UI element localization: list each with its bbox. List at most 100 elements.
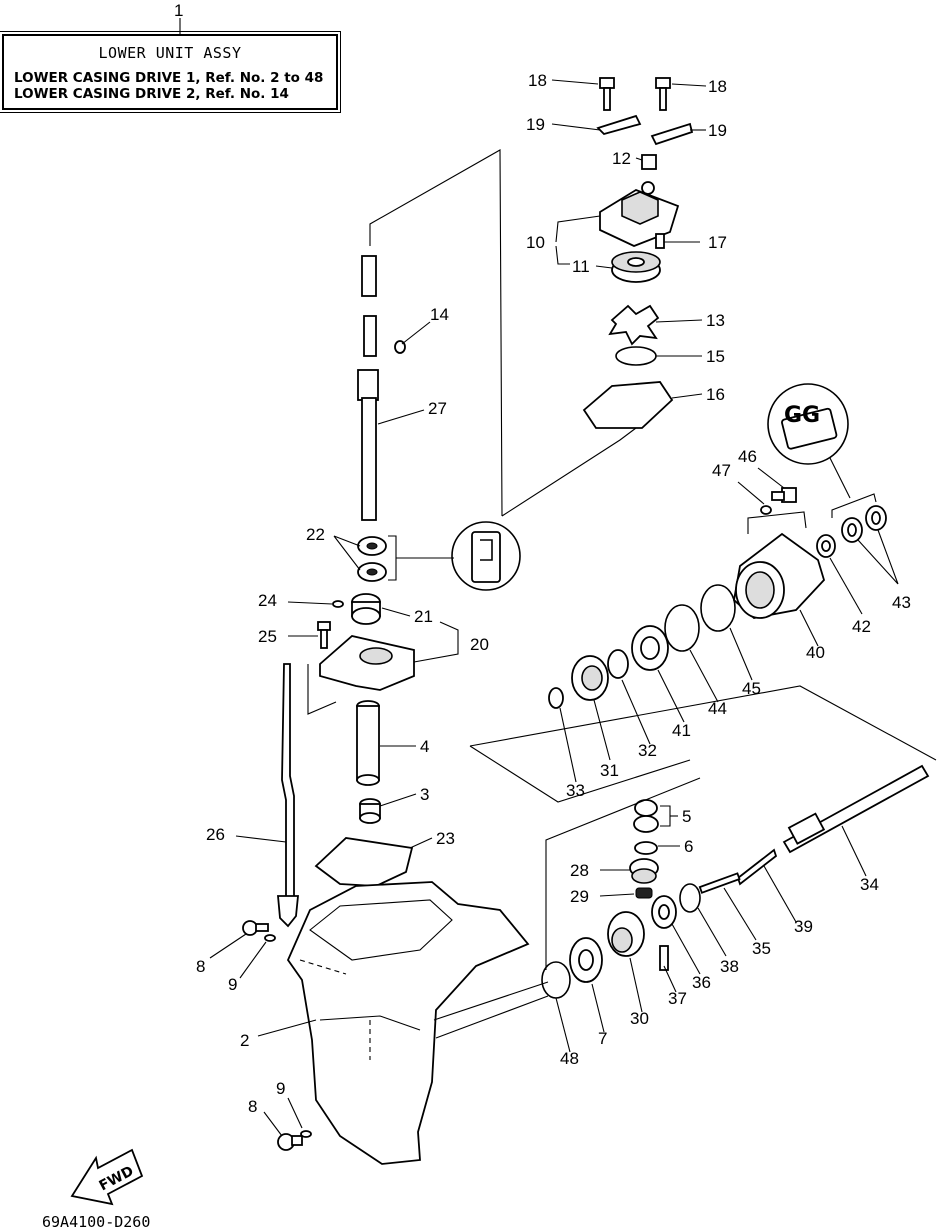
- plate-19-left: [596, 114, 642, 136]
- gasket-23: [314, 837, 414, 887]
- ball-bearing-7: [569, 937, 603, 983]
- taper-bearing-5: [633, 799, 659, 833]
- reverse-gear-31: [571, 655, 609, 701]
- bolt-8-lower: [277, 1133, 303, 1151]
- callout-2: 2: [240, 1031, 249, 1050]
- callout-45: 45: [742, 679, 761, 698]
- pinion-28: [629, 858, 659, 884]
- grease-symbol-shaft: [451, 521, 521, 591]
- callout-8a: 8: [196, 957, 205, 976]
- assembly-line-2: LOWER CASING DRIVE 2, Ref. No. 14: [14, 86, 289, 102]
- callout-16: 16: [706, 385, 725, 404]
- callout-31: 31: [600, 761, 619, 780]
- callout-9a: 9: [228, 975, 237, 994]
- callout-40: 40: [806, 643, 825, 662]
- nut-29: [635, 887, 653, 899]
- callout-29: 29: [570, 887, 589, 906]
- leader-lines: [209, 79, 899, 1137]
- callout-19b: 19: [708, 121, 727, 140]
- callout-10: 10: [526, 233, 545, 252]
- callout-36: 36: [692, 973, 711, 992]
- callout-22: 22: [306, 525, 325, 544]
- callout-42: 42: [852, 617, 871, 636]
- outer-plate-cartridge-16: [582, 381, 674, 429]
- shim-32: [607, 649, 629, 679]
- callout-21: 21: [414, 607, 433, 626]
- shim-33: [548, 687, 564, 709]
- callout-35: 35: [752, 939, 771, 958]
- plate-19-right: [650, 122, 694, 146]
- o-ring-15: [615, 346, 657, 366]
- callout-6: 6: [684, 837, 693, 856]
- insert-cartridge-11: [611, 251, 661, 283]
- callout-25: 25: [258, 627, 277, 646]
- bolt-18-left: [599, 77, 615, 111]
- callout-19a: 19: [526, 115, 545, 134]
- callout-43: 43: [892, 593, 911, 612]
- callout-37: 37: [668, 989, 687, 1008]
- callout-12: 12: [612, 149, 631, 168]
- callout-41: 41: [672, 721, 691, 740]
- callout-47: 47: [712, 461, 731, 480]
- callout-48: 48: [560, 1049, 579, 1068]
- o-ring-44: [664, 604, 700, 652]
- impeller-13: [608, 304, 660, 346]
- propeller-shaft-34: [782, 764, 930, 854]
- callout-39: 39: [794, 917, 813, 936]
- oil-seal-21: [351, 593, 381, 625]
- callout-26: 26: [206, 825, 225, 844]
- callout-20: 20: [470, 635, 489, 654]
- callout-32: 32: [638, 741, 657, 760]
- callout-4: 4: [420, 737, 429, 756]
- assembly-line-1: LOWER CASING DRIVE 1, Ref. No. 2 to 48: [14, 70, 324, 86]
- washer-9-upper: [264, 934, 276, 942]
- callout-1: 1: [174, 1, 183, 20]
- callout-5: 5: [682, 807, 691, 826]
- pin-17: [655, 233, 665, 249]
- callout-11: 11: [572, 257, 590, 276]
- sleeve-4: [356, 700, 380, 786]
- callout-28: 28: [570, 861, 589, 880]
- bearing-22: [357, 536, 387, 582]
- cross-pin-37: [659, 945, 669, 971]
- o-ring-24: [332, 600, 344, 608]
- washer-47: [760, 505, 772, 515]
- callout-3: 3: [420, 785, 429, 804]
- shift-rod-26: [281, 663, 295, 901]
- bolt-46: [771, 487, 797, 503]
- oil-seal-43: [841, 505, 887, 543]
- callout-30: 30: [630, 1009, 649, 1028]
- grease-symbol-housing: GG: [767, 383, 849, 465]
- callout-14: 14: [430, 305, 449, 324]
- bushing-12: [641, 154, 657, 170]
- callout-9b: 9: [276, 1079, 285, 1098]
- prop-shaft-housing-40: [733, 532, 826, 619]
- bolt-8-upper: [242, 920, 269, 936]
- diagram-code: 69A4100-D260: [42, 1213, 151, 1231]
- lower-casing-2: [286, 881, 530, 1165]
- oil-seal-housing-20: [319, 635, 415, 691]
- ring-38: [679, 883, 701, 913]
- callout-27: 27: [428, 399, 447, 418]
- bolt-18-right: [655, 77, 671, 111]
- callout-17: 17: [708, 233, 727, 252]
- callout-15: 15: [706, 347, 725, 366]
- callout-labels: 18 18 19 19 12 10 17 11 13 15 16 14 27 2…: [196, 71, 911, 1116]
- callout-44: 44: [708, 699, 727, 718]
- callout-38: 38: [720, 957, 739, 976]
- bolt-25: [317, 621, 331, 649]
- pump-housing-10: [599, 181, 680, 247]
- assembly-outline: [369, 149, 503, 517]
- plunger-35: [698, 872, 741, 894]
- o-ring-45: [700, 584, 736, 632]
- callout-23: 23: [436, 829, 455, 848]
- callout-34: 34: [860, 875, 879, 894]
- spring-39: [736, 848, 778, 886]
- callout-13: 13: [706, 311, 725, 330]
- assembly-label-box: LOWER UNIT ASSY LOWER CASING DRIVE 1, Re…: [0, 31, 341, 113]
- ball-bearing-41: [631, 625, 669, 671]
- shim-6: [634, 841, 658, 855]
- callout-18a: 18: [528, 71, 547, 90]
- callout-24: 24: [258, 591, 277, 610]
